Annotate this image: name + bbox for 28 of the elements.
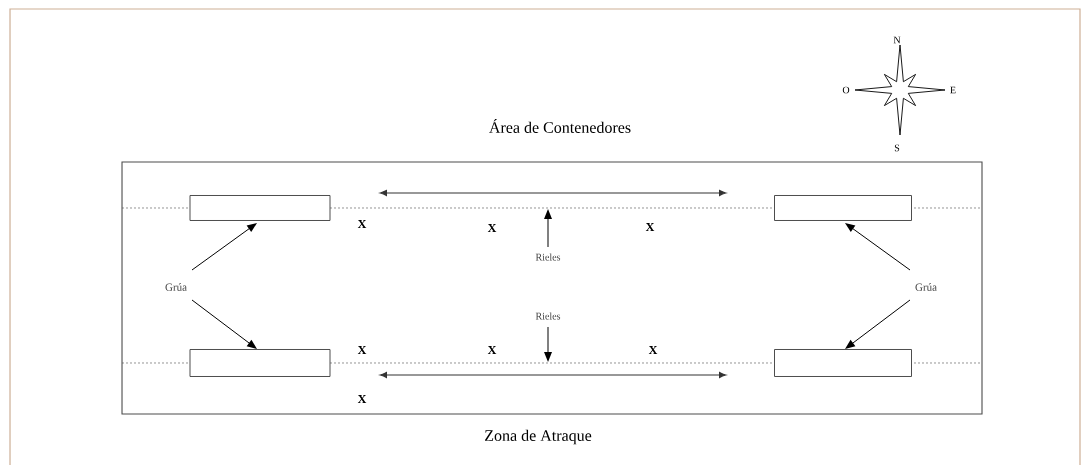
arrow	[544, 209, 552, 248]
crane-box	[774, 195, 912, 221]
arrow	[191, 299, 257, 349]
x-mark: X	[357, 346, 367, 354]
compass-letter: N	[893, 36, 901, 44]
crane-box	[189, 195, 331, 221]
x-mark: X	[645, 223, 655, 231]
compass-letter: O	[842, 86, 850, 94]
area-title: Área de Contenedores	[489, 119, 631, 133]
arrow	[845, 223, 911, 271]
x-mark: X	[648, 346, 658, 354]
crane-label: Grúa	[165, 283, 187, 291]
crane-label: Rieles	[535, 312, 561, 320]
x-mark: X	[487, 224, 497, 232]
compass-letter: S	[894, 144, 900, 152]
arrow	[845, 299, 911, 349]
crane-box	[774, 349, 912, 377]
crane-box	[189, 349, 331, 377]
compass-letter: E	[950, 86, 956, 94]
area-title: Zona de Atraque	[485, 429, 592, 445]
crane-label: Grúa	[915, 283, 937, 291]
x-mark: X	[487, 346, 497, 354]
arrow	[191, 223, 257, 271]
x-mark: X	[357, 220, 367, 228]
x-mark: X	[357, 395, 367, 403]
yard-outline	[121, 161, 983, 415]
crane-label: Rieles	[535, 253, 561, 261]
arrow	[544, 326, 552, 362]
